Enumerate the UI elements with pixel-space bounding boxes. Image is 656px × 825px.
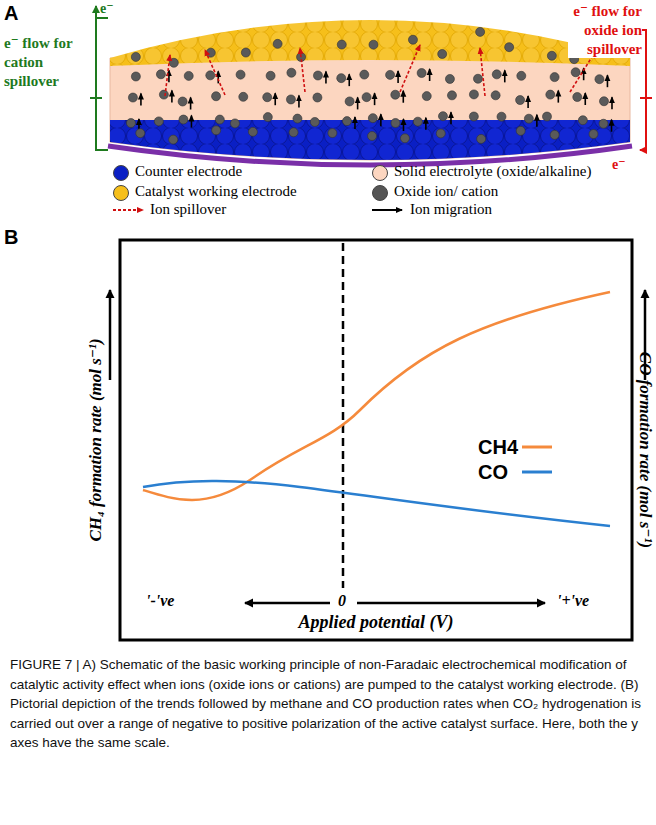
legend-swatch xyxy=(372,185,388,201)
axis-label: CH₄ formation rate (mol s⁻¹) xyxy=(85,338,106,541)
legend-text: Catalyst working electrode xyxy=(135,183,297,200)
panel-letter: B xyxy=(4,226,18,249)
panel-letter: A xyxy=(4,2,18,25)
flow-label: e⁻ flow for oxide ion spillover xyxy=(568,2,642,58)
axis-label: CO formation rate (mol s⁻¹) xyxy=(635,352,656,548)
legend-swatch xyxy=(113,185,129,201)
flow-label: e⁻ flow for cation spillover xyxy=(4,34,84,90)
legend-swatch xyxy=(113,165,129,181)
legend-text: Ion migration xyxy=(410,201,492,218)
legend-swatch xyxy=(372,165,388,181)
legend-text: Ion spillover xyxy=(150,201,226,218)
tick-label: 0 xyxy=(338,592,346,610)
tick-label: '-'ve xyxy=(146,592,174,610)
legend-text: Solid electrolyte (oxide/alkaline) xyxy=(394,163,591,180)
electron-label: e⁻ xyxy=(100,0,114,17)
legend-text: CH4 xyxy=(478,436,518,459)
electron-label: e⁻ xyxy=(612,156,626,173)
tick-label: '+'ve xyxy=(557,592,589,610)
figure-caption: FIGURE 7 | A) Schematic of the basic wor… xyxy=(10,655,642,753)
legend-text: Oxide ion/ cation xyxy=(394,183,498,200)
axis-title: Applied potential (V) xyxy=(299,612,454,633)
legend-text: Counter electrode xyxy=(135,163,242,180)
legend-text: CO xyxy=(478,461,508,484)
